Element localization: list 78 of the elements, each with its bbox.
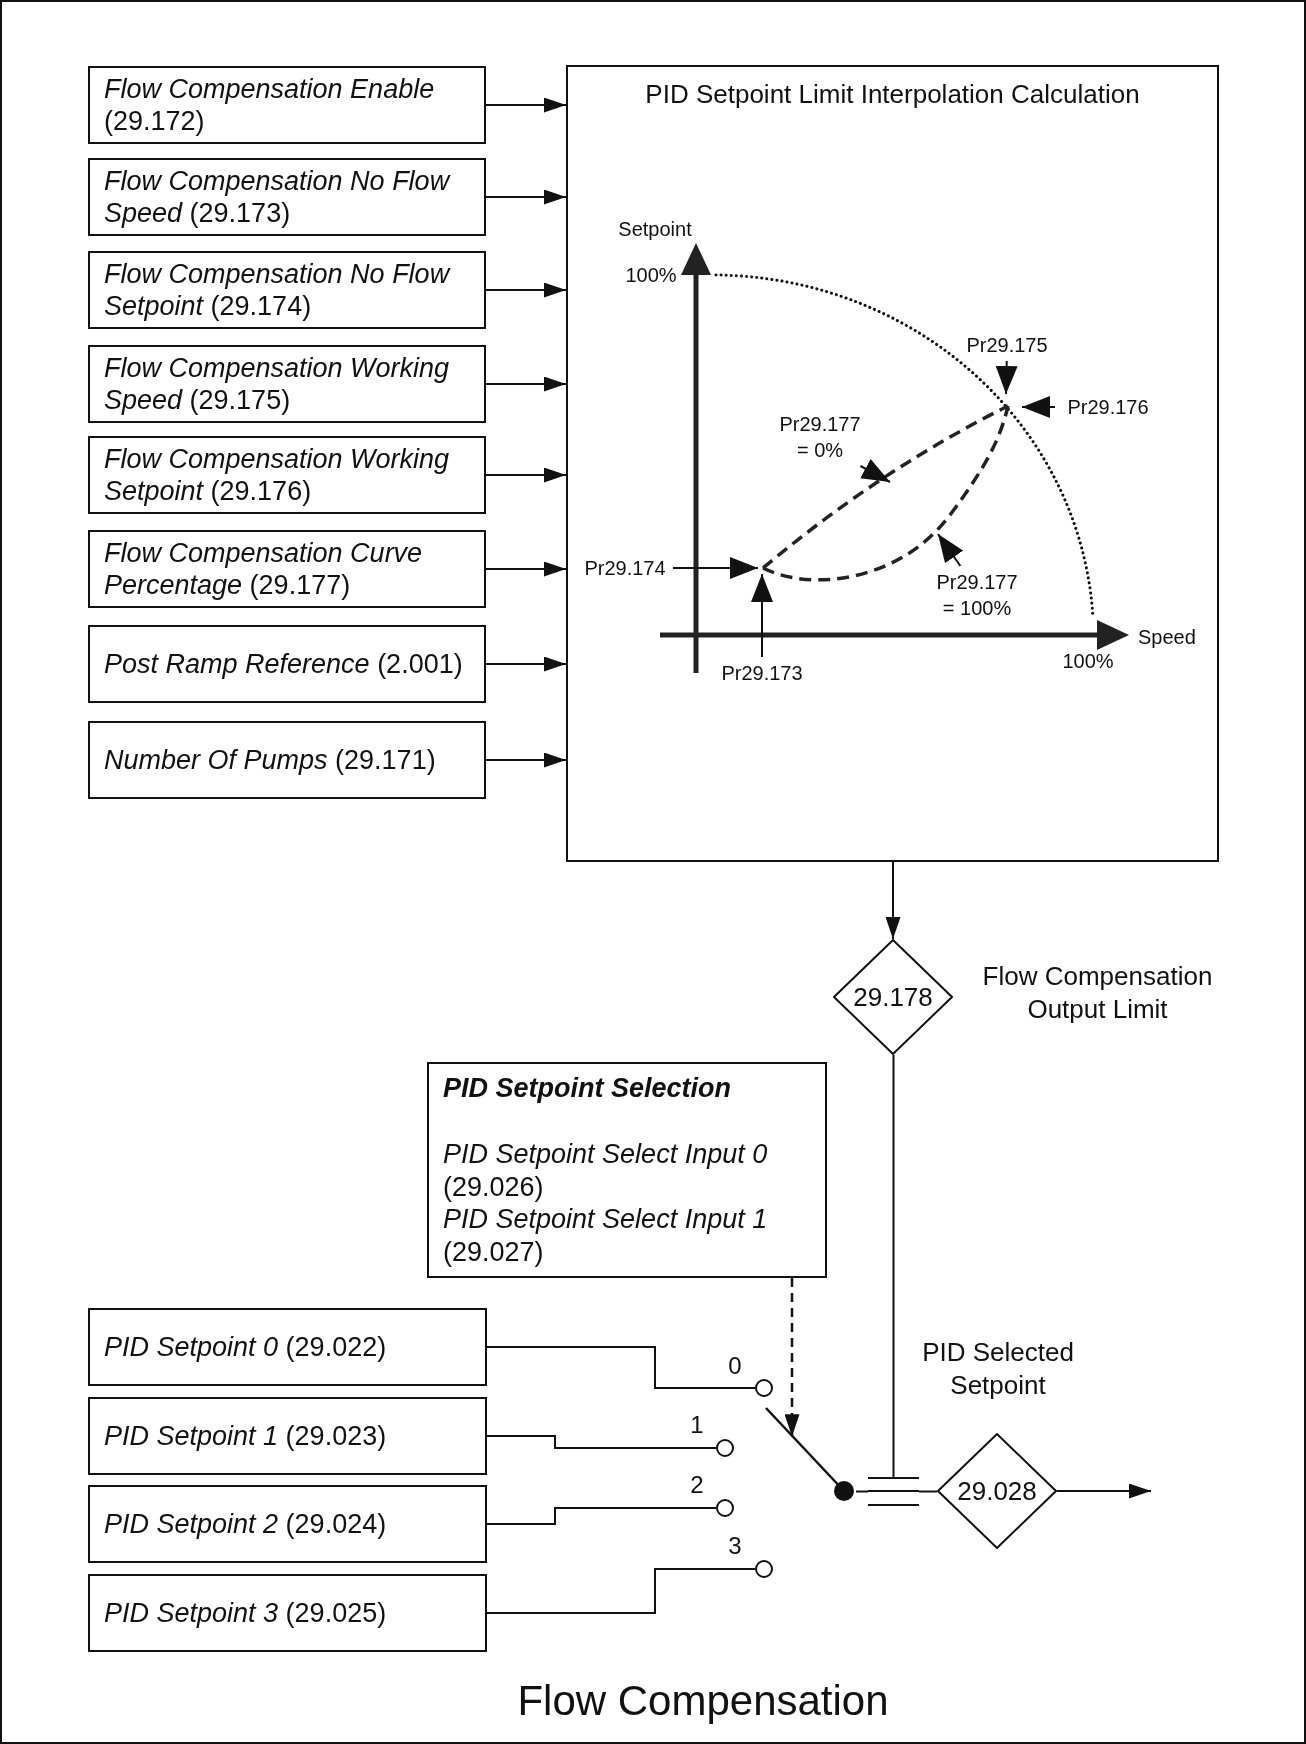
parameter-box	[88, 436, 486, 514]
parameter-box	[88, 158, 486, 236]
callout-label: Pr29.175	[957, 332, 1057, 358]
axis-label: 100%	[1061, 649, 1115, 674]
parameter-label: Flow Compensation Curve Percentage (29.177)	[104, 536, 424, 602]
arrow	[784, 1278, 800, 1437]
contact-number: 3	[727, 1532, 743, 1560]
parameter-box	[88, 530, 486, 608]
parameter-label: PID Setpoint 2 (29.024)	[104, 1507, 388, 1541]
callout-label: Pr29.177 = 0%	[778, 411, 862, 463]
parameter-box	[88, 345, 486, 423]
connector-line	[855, 1490, 869, 1493]
contact-number: 0	[727, 1352, 743, 1380]
arrow	[485, 656, 567, 672]
parameter-label: Flow Compensation No Flow Setpoint (29.174)	[104, 257, 452, 323]
parameter-number: 29.178	[852, 981, 934, 1013]
contact-number: 1	[689, 1411, 705, 1439]
parameter-label: Flow Compensation Working Speed (29.175)	[104, 351, 451, 417]
callout-label: Pr29.177 = 100%	[935, 569, 1019, 621]
leader-arrow	[1021, 396, 1056, 418]
parameter-box	[88, 721, 486, 799]
signal-label: PID Selected Setpoint	[921, 1336, 1075, 1402]
parameter-label: Flow Compensation Enable (29.172)	[104, 72, 436, 138]
box-title: PID Setpoint Limit Interpolation Calculation	[644, 79, 1141, 110]
leader-arrow	[672, 557, 759, 579]
connector-line	[486, 1435, 717, 1449]
arrow	[485, 376, 567, 392]
axis-label: Speed	[1138, 625, 1197, 650]
switch-contact	[755, 1560, 773, 1578]
parameter-box	[88, 1485, 487, 1563]
calculation-box	[566, 65, 1219, 862]
axis-label: Setpoint	[617, 217, 693, 242]
parameter-label: PID Setpoint Select Input 0 (29.026)	[443, 1138, 769, 1204]
parameter-box	[88, 66, 486, 144]
callout-label: Pr29.173	[715, 660, 809, 686]
leader-arrow	[859, 459, 891, 483]
signal-label: Flow Compensation Output Limit	[981, 960, 1214, 1026]
leader-arrow	[751, 573, 773, 658]
arrow	[485, 561, 567, 577]
parameter-box	[88, 251, 486, 329]
parameter-box	[427, 1062, 827, 1278]
box-heading: PID Setpoint Selection	[443, 1072, 733, 1105]
leader-arrow	[937, 533, 964, 567]
callout-label: Pr29.176	[1058, 394, 1158, 420]
switch-contact	[716, 1439, 734, 1457]
parameter-label: Post Ramp Reference (2.001)	[104, 647, 464, 681]
contact-number: 2	[689, 1471, 705, 1499]
leader-arrow	[995, 360, 1018, 395]
arrow	[1056, 1483, 1152, 1499]
arrow	[485, 189, 567, 205]
parameter-label: PID Setpoint 3 (29.025)	[104, 1596, 388, 1630]
arrow	[485, 97, 567, 113]
axis-label: 100%	[624, 263, 678, 288]
diagram-caption: Flow Compensation	[516, 1676, 890, 1726]
switch-contact	[755, 1379, 773, 1397]
connector-line	[486, 1346, 756, 1389]
switch-contact	[716, 1499, 734, 1517]
connector-line	[892, 1054, 895, 1478]
parameter-label: PID Setpoint Select Input 1 (29.027)	[443, 1203, 769, 1268]
arrow	[885, 861, 901, 940]
parameter-number: 29.028	[956, 1475, 1038, 1507]
parameter-label: PID Setpoint 0 (29.022)	[104, 1330, 388, 1364]
connector-line	[918, 1490, 938, 1493]
arrow	[485, 282, 567, 298]
arrow	[485, 752, 567, 768]
parameter-label: Flow Compensation Working Setpoint (29.176)	[104, 442, 451, 508]
parameter-box	[88, 1397, 487, 1475]
arrow	[485, 467, 567, 483]
connector-line	[486, 1507, 717, 1525]
parameter-label: Flow Compensation No Flow Speed (29.173)	[104, 164, 452, 230]
connector-line	[486, 1568, 756, 1614]
parameter-label: Number Of Pumps (29.171)	[104, 743, 437, 777]
parameter-box	[88, 625, 486, 703]
parameter-label: PID Setpoint 1 (29.023)	[104, 1419, 388, 1453]
limit-symbol	[868, 1477, 919, 1506]
callout-label: Pr29.174	[580, 555, 670, 581]
parameter-box	[88, 1308, 487, 1386]
parameter-box	[88, 1574, 487, 1652]
